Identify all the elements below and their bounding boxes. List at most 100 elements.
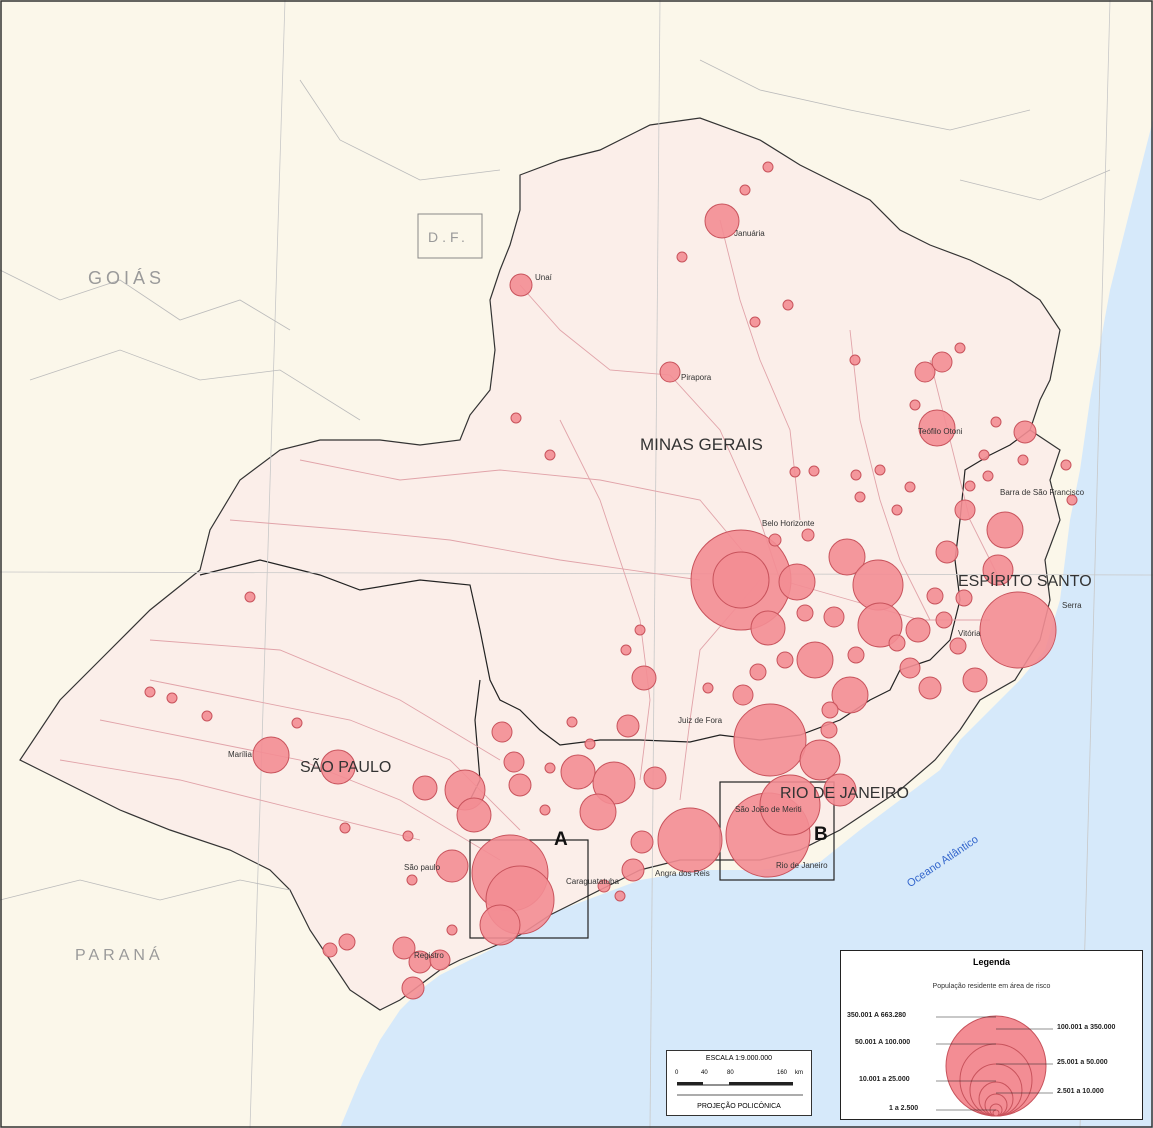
projection-label: PROJEÇÃO POLICÔNICA xyxy=(697,1103,781,1110)
scale-bar-graphic xyxy=(677,1082,803,1096)
bubble xyxy=(402,830,414,842)
city-label-marilia: Marília xyxy=(228,750,253,759)
bubble xyxy=(801,528,815,542)
city-label-teofilo: Teófilo Otoni xyxy=(918,427,963,436)
bubble xyxy=(491,721,513,743)
bubble xyxy=(634,624,646,636)
bubble xyxy=(964,480,976,492)
bubble xyxy=(560,754,596,790)
bubble xyxy=(796,641,834,679)
inset-label-b: B xyxy=(814,824,828,845)
legend-class-4: 25.001 a 50.000 xyxy=(1057,1059,1108,1066)
inset-label-a: A xyxy=(554,829,568,850)
bubble xyxy=(849,354,861,366)
city-label-barra: Barra de São Francisco xyxy=(1000,488,1085,497)
bubble xyxy=(954,342,966,354)
bubble xyxy=(982,554,1014,586)
bubble xyxy=(435,849,469,883)
bubble xyxy=(750,610,786,646)
bubble xyxy=(776,651,794,669)
bubble xyxy=(796,604,814,622)
bubble xyxy=(749,316,761,328)
bubble xyxy=(914,361,936,383)
bubble xyxy=(252,736,290,774)
bubble xyxy=(891,504,903,516)
bubble xyxy=(508,773,532,797)
ocean xyxy=(340,120,1153,1128)
city-label-bh: Belo Horizonte xyxy=(762,519,815,528)
city-label-sp: São paulo xyxy=(404,863,441,872)
city-label-joao: São João de Meriti xyxy=(735,805,802,814)
scale-tick-1: 40 xyxy=(701,1070,708,1076)
bubble xyxy=(643,766,667,790)
bubble xyxy=(339,822,351,834)
bubble xyxy=(510,412,522,424)
bubble xyxy=(954,499,976,521)
bubble xyxy=(1013,420,1037,444)
bubble xyxy=(982,470,994,482)
bubble xyxy=(676,251,688,263)
bubble xyxy=(909,399,921,411)
bubble xyxy=(584,738,596,750)
bubble xyxy=(412,775,438,801)
bubble xyxy=(657,807,723,873)
bubble xyxy=(544,762,556,774)
bubble xyxy=(854,491,866,503)
legend-box: Legenda População residente em área de r… xyxy=(840,950,1143,1120)
city-label-juiz: Juiz de Fora xyxy=(678,716,723,725)
city-label-santos: Registro xyxy=(414,951,444,960)
bubble xyxy=(544,449,556,461)
bubble xyxy=(990,416,1002,428)
bubble xyxy=(429,949,451,971)
bubble xyxy=(446,924,458,936)
bubble xyxy=(732,684,754,706)
bubble xyxy=(659,361,681,383)
city-label-rj: Rio de Janeiro xyxy=(776,861,828,870)
bubble xyxy=(850,469,862,481)
bubble xyxy=(905,617,931,643)
legend-title: Legenda xyxy=(972,957,1010,967)
bubble xyxy=(768,533,782,547)
scale-unit: km xyxy=(795,1070,803,1076)
bubble xyxy=(291,717,303,729)
legend-class-2: 100.001 a 350.000 xyxy=(1057,1024,1116,1031)
bubble xyxy=(1017,454,1029,466)
bubble xyxy=(456,797,492,833)
bubble xyxy=(749,663,767,681)
bubble xyxy=(821,701,839,719)
legend-class-5: 10.001 a 25.000 xyxy=(859,1076,910,1083)
bubble xyxy=(831,676,869,714)
scale-tick-0: 0 xyxy=(675,1070,679,1076)
bubble xyxy=(712,551,770,609)
bubble xyxy=(759,774,821,836)
bubble xyxy=(320,749,356,785)
bubble xyxy=(739,184,751,196)
bubble xyxy=(931,351,953,373)
legend-class-6: 2.501 a 10.000 xyxy=(1057,1088,1104,1095)
bubble xyxy=(392,936,416,960)
city-label-caraguatatuba: Caraguatatuba xyxy=(566,877,619,886)
bubble xyxy=(620,644,632,656)
bubble xyxy=(166,692,178,704)
scale-bar: ESCALA 1:9.000.000 0 40 80 160 km PROJEÇ… xyxy=(666,1050,812,1116)
bubble xyxy=(704,203,740,239)
bubble xyxy=(888,634,906,652)
bubble xyxy=(778,563,816,601)
bubble xyxy=(630,830,654,854)
bubble xyxy=(857,602,903,648)
state-label-minas: MINAS GERAIS xyxy=(640,435,763,454)
city-label-serra: Serra xyxy=(1062,601,1082,610)
bubble xyxy=(899,657,921,679)
bubble xyxy=(789,466,801,478)
bubble xyxy=(935,540,959,564)
bubble xyxy=(762,161,774,173)
region-label-df: D.F. xyxy=(428,229,469,245)
bubble xyxy=(874,464,886,476)
bubble xyxy=(918,409,956,447)
scale-tick-2: 80 xyxy=(727,1070,734,1076)
legend-class-3: 50.001 A 100.000 xyxy=(855,1039,911,1046)
bubble xyxy=(144,686,156,698)
city-label-vitoria: Vitória xyxy=(958,629,981,638)
bubble xyxy=(539,804,551,816)
